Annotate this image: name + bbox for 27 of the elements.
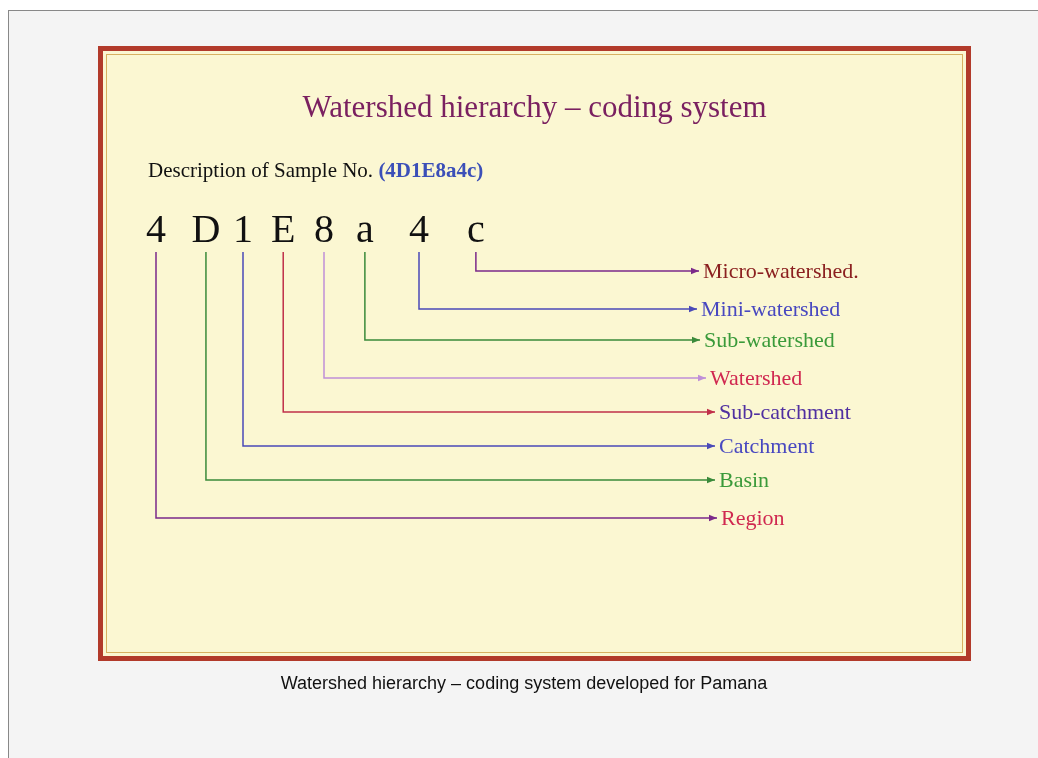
leader-arrow	[364, 251, 701, 344]
code-character: 8	[314, 209, 334, 249]
code-character: a	[356, 209, 374, 249]
level-label: Sub-catchment	[719, 400, 851, 424]
leader-arrow	[205, 251, 716, 484]
level-label: Sub-watershed	[704, 328, 835, 352]
slide-title: Watershed hierarchy – coding system	[301, 89, 768, 125]
code-character: E	[271, 209, 296, 249]
caption: Watershed hierarchy – coding system developed for Pamana	[279, 673, 769, 694]
level-label: Mini-watershed	[701, 297, 841, 321]
leader-arrow	[323, 251, 707, 382]
leader-arrow	[155, 251, 718, 522]
code-character: 4	[146, 209, 166, 249]
level-label: Micro-watershed.	[703, 259, 859, 283]
code-character: 4	[409, 209, 429, 249]
level-label: Basin	[719, 468, 770, 492]
level-label: Watershed	[710, 366, 803, 390]
code-character: 1	[233, 209, 253, 249]
level-label: Region	[721, 506, 785, 530]
code-character: D	[191, 209, 221, 249]
leader-arrow	[242, 251, 716, 450]
leader-arrow	[282, 251, 716, 416]
description-text: Description of Sample No. (4D1E8a4c)	[148, 158, 484, 183]
leader-arrow	[418, 251, 698, 313]
leader-arrow	[475, 251, 700, 275]
code-character: c	[467, 209, 485, 249]
level-label: Catchment	[719, 434, 815, 458]
